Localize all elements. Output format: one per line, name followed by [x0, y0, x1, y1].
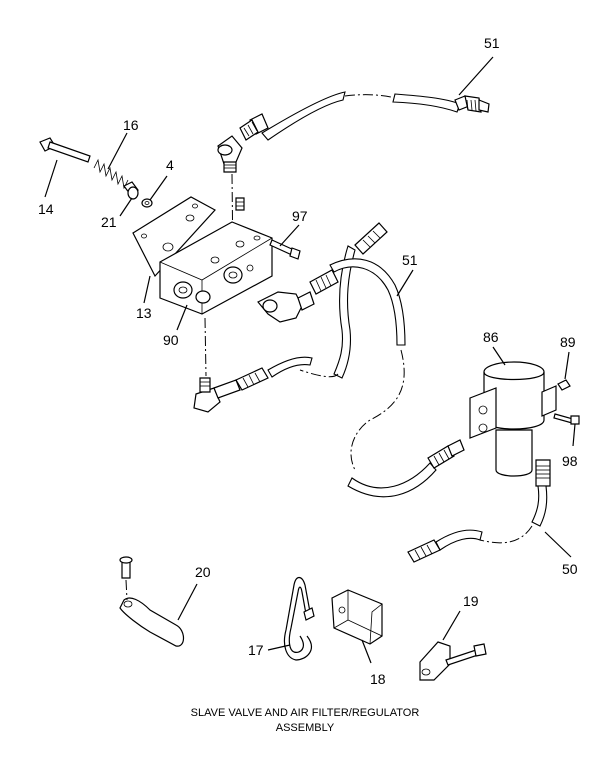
hose-50 [407, 459, 551, 563]
callout-18: 18 [370, 671, 386, 687]
callout-98: 98 [562, 453, 578, 469]
callout-51-top: 51 [484, 35, 500, 51]
fitting-21 [123, 181, 139, 200]
part-19 [419, 641, 487, 681]
callout-86: 86 [483, 329, 499, 345]
callout-17: 17 [248, 642, 264, 658]
callout-16: 16 [123, 117, 139, 133]
callout-21: 21 [101, 214, 117, 230]
o-ring-4 [141, 198, 153, 208]
hose-51-top [217, 91, 490, 173]
callout-20: 20 [195, 564, 211, 580]
spring-16 [93, 158, 129, 190]
callout-19: 19 [463, 593, 479, 609]
air-filter-regulator-86 [469, 361, 557, 477]
caption-line-2: ASSEMBLY [276, 722, 335, 734]
callout-50: 50 [562, 561, 578, 577]
screw-98 [553, 413, 580, 425]
clamp-20 [119, 556, 185, 647]
clip-17 [283, 576, 315, 661]
caption-line-1: SLAVE VALVE AND AIR FILTER/REGULATOR [191, 707, 420, 719]
callout-13: 13 [136, 305, 152, 321]
lower-hose-assembly [193, 356, 313, 413]
part-89 [557, 379, 571, 391]
callout-90: 90 [163, 332, 179, 348]
bolt-97 [269, 239, 301, 260]
callout-97: 97 [292, 208, 308, 224]
bolt-14 [39, 137, 91, 163]
hose-to-filter [347, 439, 465, 498]
callout-51-middle: 51 [402, 252, 418, 268]
slave-valve-block-90 [159, 197, 273, 315]
bracket-18 [331, 589, 383, 645]
hose-51-middle [257, 222, 406, 379]
callout-89: 89 [560, 334, 576, 350]
gasket-13 [132, 196, 216, 278]
callout-4: 4 [166, 157, 174, 173]
callout-14: 14 [38, 201, 54, 217]
